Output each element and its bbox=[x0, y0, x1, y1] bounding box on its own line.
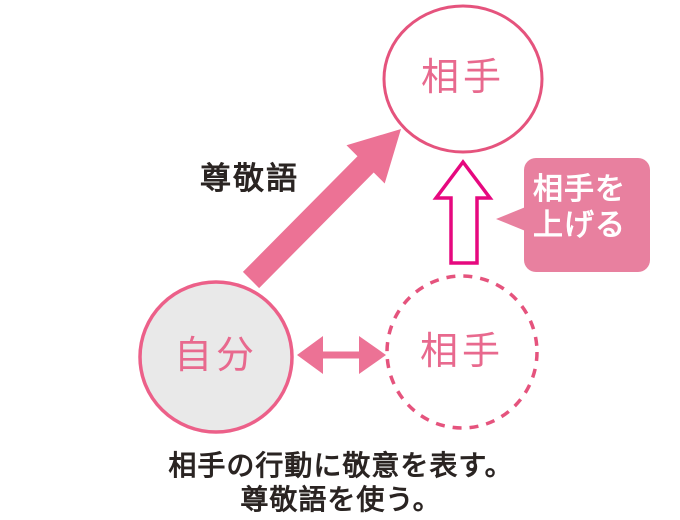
sonkeigo-label: 尊敬語 bbox=[200, 161, 299, 196]
caption-line1: 相手の行動に敬意を表す。 bbox=[168, 450, 514, 481]
callout-text-line1: 相手を bbox=[533, 173, 626, 206]
caption-line2: 尊敬語を使う。 bbox=[240, 484, 442, 515]
sonkeigo-up-right-arrow-icon bbox=[242, 129, 401, 289]
callout-tail bbox=[496, 206, 528, 232]
mutual-level-arrow-icon bbox=[297, 336, 386, 374]
callout-text: 相手を 上げる bbox=[533, 172, 626, 244]
self-circle bbox=[138, 280, 294, 434]
node-other-top-label: 相手 bbox=[420, 57, 505, 99]
raise-up-arrow-icon bbox=[432, 159, 494, 265]
node-other-ghost-label: 相手 bbox=[419, 331, 504, 373]
caption: 相手の行動に敬意を表す。 尊敬語を使う。 bbox=[101, 449, 581, 517]
callout-text-line2: 上げる bbox=[533, 209, 626, 242]
other-top-circle bbox=[382, 4, 544, 154]
callout-bubble bbox=[524, 158, 650, 272]
node-self-label: 自分 bbox=[173, 335, 258, 377]
other-ghost-circle bbox=[385, 274, 539, 430]
